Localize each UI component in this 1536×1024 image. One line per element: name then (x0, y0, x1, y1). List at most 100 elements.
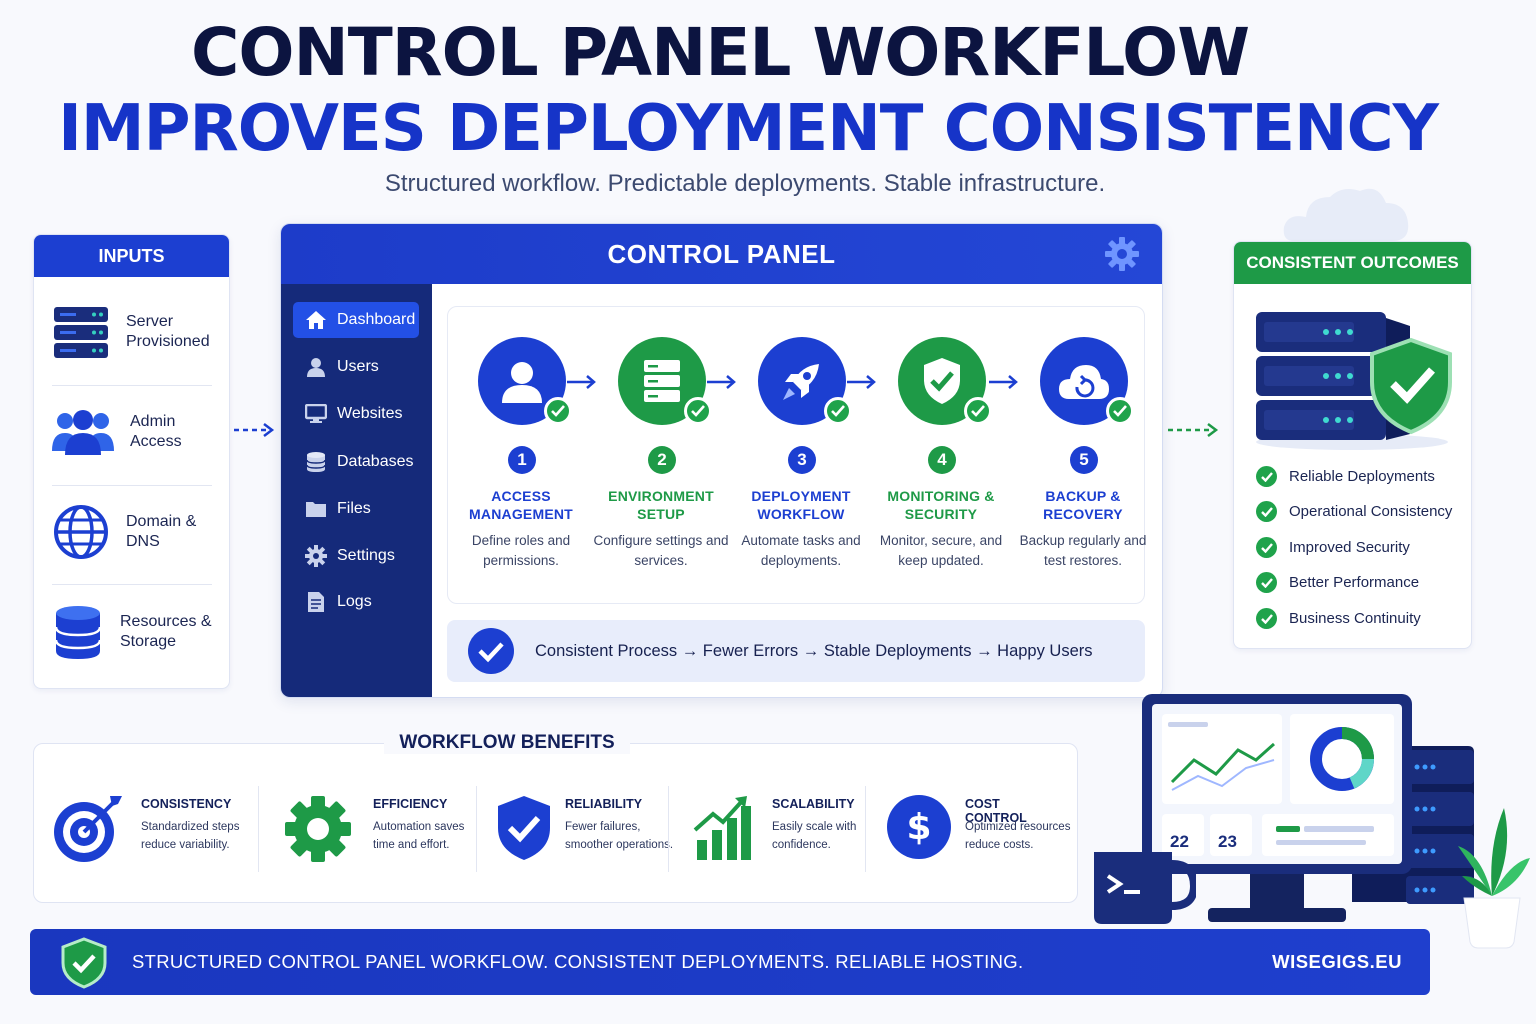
rocket-icon (783, 364, 819, 400)
control-panel-header: CONTROL PANEL (281, 224, 1162, 284)
workflow-benefits-title: WORKFLOW BENEFITS (384, 732, 630, 754)
page-title-line2: IMPROVES DEPLOYMENT CONSISTENCY (58, 92, 1439, 166)
benefit-description: Easily scale with confidence. (772, 821, 857, 851)
secure-server-icon (1256, 312, 1452, 450)
control-panel-sidebar: Dashboard Users Websites Databases Files… (281, 284, 432, 697)
step-title: ENVIRONMENT SETUP (608, 488, 714, 522)
footer-tagline: STRUCTURED CONTROL PANEL WORKFLOW. CONSI… (132, 951, 1024, 972)
step-number: 4 (928, 446, 956, 474)
input-admin-access: Admin Access (52, 387, 229, 477)
gear-icon[interactable] (1104, 236, 1140, 272)
outcome-item: Business Continuity (1256, 608, 1421, 629)
document-icon (308, 592, 324, 612)
step-title: BACKUP & RECOVERY (1043, 488, 1123, 522)
footer-banner: STRUCTURED CONTROL PANEL WORKFLOW. CONSI… (30, 929, 1430, 995)
cloud-decoration-icon (1283, 188, 1409, 241)
user-icon (307, 358, 325, 377)
step-description: Monitor, secure, and keep updated. (879, 533, 1003, 568)
nav-item-logs[interactable]: Logs (293, 584, 419, 620)
user-icon (502, 362, 542, 403)
inputs-panel: INPUTS Server Provisioned Admin Access (33, 234, 230, 689)
step-title: DEPLOYMENT WORKFLOW (751, 488, 851, 522)
outcome-label: Reliable Deployments (1289, 468, 1435, 485)
benefit-description: Standardized steps reduce variability. (141, 821, 240, 851)
nav-label: Databases (337, 453, 414, 470)
step-description: Automate tasks and deployments. (741, 533, 861, 568)
nav-label: Dashboard (337, 311, 416, 328)
page-subtitle: Structured workflow. Predictable deploym… (384, 170, 1106, 197)
nav-item-websites[interactable]: Websites (293, 396, 419, 432)
step-description: Configure settings and services. (593, 533, 729, 568)
terminal-mug-icon (1094, 852, 1196, 924)
nav-item-users[interactable]: Users (293, 349, 419, 385)
outcome-label: Operational Consistency (1289, 503, 1453, 520)
check-icon (1256, 466, 1277, 487)
input-label: Admin Access (130, 413, 182, 450)
check-icon (964, 397, 992, 425)
nav-item-files[interactable]: Files (293, 491, 419, 527)
flow-arrow-icon (234, 423, 275, 437)
input-label: Resources & Storage (120, 613, 212, 650)
benefit-title: RELIABILITY (565, 797, 643, 811)
outcomes-title: CONSISTENT OUTCOMES (1234, 242, 1471, 284)
outcome-item: Reliable Deployments (1256, 466, 1435, 487)
benefit-description: Automation saves time and effort. (373, 821, 465, 851)
svg-text:$: $ (906, 807, 931, 848)
benefit-description: Optimized resources reduce costs. (965, 821, 1071, 851)
nav-label: Websites (337, 405, 403, 422)
control-panel-title: CONTROL PANEL (607, 238, 836, 269)
input-label: Domain & DNS (126, 513, 197, 550)
globe-icon (54, 505, 108, 559)
folder-icon (306, 502, 326, 517)
arrow-right-icon (567, 375, 596, 389)
server-rack-icon (54, 307, 108, 358)
footer-site-link[interactable]: WISEGIGS.EU (1272, 951, 1402, 972)
nav-item-databases[interactable]: Databases (293, 444, 419, 480)
check-icon (1256, 501, 1277, 522)
gear-icon (285, 796, 351, 862)
dollar-icon: $ (887, 795, 951, 859)
check-icon (1256, 608, 1277, 629)
step-description: Backup regularly and test restores. (1019, 533, 1147, 568)
input-resources-storage: Resources & Storage (52, 587, 229, 677)
workstation-illustration: 22 23 (1088, 690, 1534, 950)
nav-label: Settings (337, 547, 395, 564)
growth-chart-icon (693, 796, 751, 860)
flow-text: Consistent Process → Fewer Errors → Stab… (535, 641, 1093, 660)
step-number: 1 (508, 446, 536, 474)
step-number: 5 (1070, 446, 1098, 474)
input-server-provisioned: Server Provisioned (52, 287, 229, 377)
nav-item-dashboard[interactable]: Dashboard (293, 302, 419, 338)
workflow-steps: 1 ACCESS MANAGEMENT Define roles and per… (447, 306, 1146, 604)
check-icon (1106, 397, 1134, 425)
users-group-icon (52, 410, 114, 455)
outcome-item: Better Performance (1256, 572, 1419, 593)
outcomes-panel: CONSISTENT OUTCOMES Reliable Deployments… (1233, 241, 1472, 649)
consistency-flow-bar: Consistent Process → Fewer Errors → Stab… (447, 620, 1145, 682)
nav-label: Files (337, 500, 371, 517)
arrow-right-icon (847, 375, 876, 389)
check-circle-icon (468, 628, 514, 674)
step-title: ACCESS MANAGEMENT (469, 488, 573, 522)
monitor-icon (305, 404, 327, 423)
step-title: MONITORING & SECURITY (887, 488, 995, 522)
database-icon (306, 452, 326, 472)
check-icon (684, 397, 712, 425)
check-icon (1256, 537, 1277, 558)
outcome-item: Improved Security (1256, 537, 1410, 558)
nav-label: Logs (337, 593, 372, 610)
server-icon (644, 360, 680, 402)
nav-item-settings[interactable]: Settings (293, 538, 419, 574)
outcome-label: Better Performance (1289, 574, 1420, 591)
benefit-title: CONSISTENCY (141, 797, 232, 811)
step-number: 2 (648, 446, 676, 474)
benefit-title: EFFICIENCY (373, 797, 448, 811)
benefit-description: Fewer failures, smoother operations. (565, 821, 674, 851)
input-domain-dns: Domain & DNS (52, 487, 229, 577)
plant-icon (1458, 808, 1530, 949)
shield-check-icon (924, 358, 960, 404)
check-icon (544, 397, 572, 425)
shield-check-icon (61, 937, 107, 989)
outcome-label: Business Continuity (1289, 610, 1421, 627)
gear-icon (305, 545, 327, 567)
